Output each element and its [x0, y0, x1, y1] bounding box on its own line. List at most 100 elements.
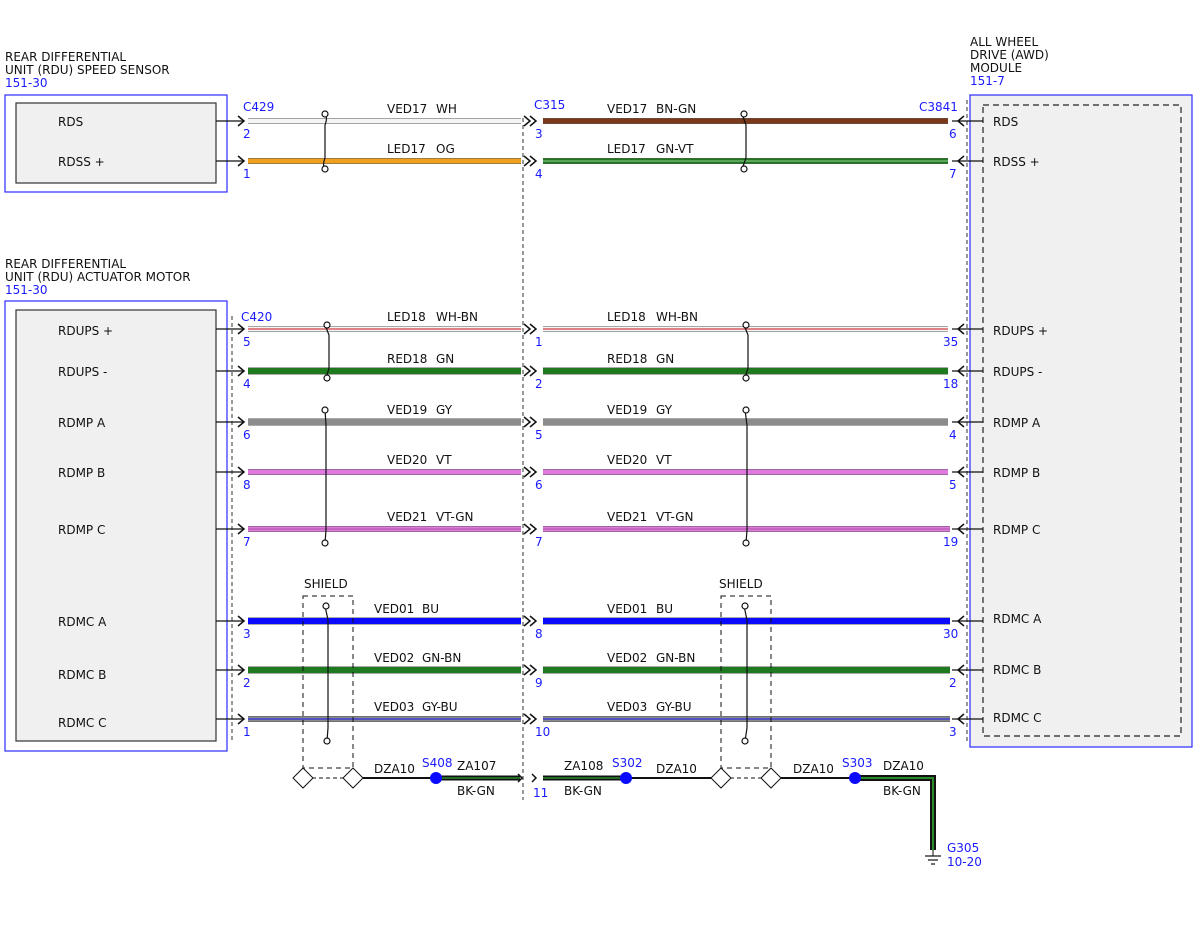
wire-circuit-label-left: RED18 — [387, 352, 427, 366]
awd-ref: 151-7 — [970, 74, 1005, 88]
pin-number-right: 35 — [943, 335, 958, 349]
twist-triple-symbol — [744, 409, 748, 544]
connector-arrow-icon — [523, 115, 532, 127]
drain-dza10-label: DZA10 — [374, 762, 415, 776]
pin-number-mid: 1 — [535, 335, 543, 349]
pin-number-left: 1 — [243, 167, 251, 181]
pin-number-right: 4 — [949, 428, 957, 442]
pin-label-rdmc-c-left: RDMC C — [58, 716, 107, 730]
wire-color-label-left: GN-BN — [422, 651, 461, 665]
connector-arrow-icon — [956, 713, 965, 725]
speed-sensor-ref: 151-30 — [5, 76, 48, 90]
connector-arrow-icon — [523, 416, 532, 428]
wire-circuit-label-right: VED19 — [607, 403, 647, 417]
wire-circuit-label-left: VED03 — [374, 700, 414, 714]
connector-arrow-icon — [956, 615, 965, 627]
wire-color-label-left: GN — [436, 352, 454, 366]
shield-termination-diamond — [760, 767, 782, 789]
wire-color-label-right: BU — [656, 602, 673, 616]
pin-number-right: 2 — [949, 676, 957, 690]
wire-color-label-right: GN — [656, 352, 674, 366]
drain-bkgn-label-b: BK-GN — [564, 784, 602, 798]
wire-circuit-label-left: VED20 — [387, 453, 427, 467]
shield-termination-diamond — [342, 767, 364, 789]
connector-arrow-icon — [529, 416, 538, 428]
wire-circuit-label-left: VED01 — [374, 602, 414, 616]
connector-arrow-icon — [523, 323, 532, 335]
drain-dza10-label-d: DZA10 — [883, 759, 924, 773]
wire-circuit-label-left: LED18 — [387, 310, 426, 324]
twist-triple-symbol — [743, 605, 748, 742]
connector-arrow-icon — [529, 523, 538, 535]
pin-number-mid: 9 — [535, 676, 543, 690]
pin-number-right: 18 — [943, 377, 958, 391]
twist-end-cap — [740, 110, 748, 118]
connector-arrow-icon — [956, 365, 965, 377]
wire-color-label-right: GN-VT — [656, 142, 694, 156]
splice-s302-label: S302 — [612, 756, 643, 770]
connector-arrow-icon — [529, 615, 538, 627]
drain-dza10-label-b: DZA10 — [656, 762, 697, 776]
speed-sensor-outline — [4, 94, 228, 193]
pin-number-right: 5 — [949, 478, 957, 492]
pin-label-rdmp-a-right: RDMP A — [993, 416, 1041, 430]
connector-c429-label: C429 — [243, 100, 274, 114]
pin-number-right: 30 — [943, 627, 958, 641]
wire-circuit-label-right: LED17 — [607, 142, 646, 156]
splice-s302-dot — [620, 772, 632, 784]
wire-color-label-left: GY-BU — [422, 700, 458, 714]
pin-number-mid: 2 — [535, 377, 543, 391]
connector-arrow-icon — [956, 155, 965, 167]
splice-s408-label: S408 — [422, 756, 453, 770]
pin-label-rds-left: RDS — [58, 115, 83, 129]
pin-number-left: 3 — [243, 627, 251, 641]
ground-g305-label: G305 — [947, 841, 979, 855]
pin-number-right: 6 — [949, 127, 957, 141]
connector-arrow-icon — [529, 664, 538, 676]
connector-arrow-icon — [956, 416, 965, 428]
twist-pair-symbol — [743, 324, 749, 379]
twist-end-cap — [321, 406, 329, 414]
connector-arrow-icon — [529, 365, 538, 377]
pin-number-right: 19 — [943, 535, 958, 549]
wire-color-label-right: BN-GN — [656, 102, 696, 116]
wire-circuit-label-right: VED20 — [607, 453, 647, 467]
drain-bkgn-label-a: BK-GN — [457, 784, 495, 798]
actuator-title-line2: UNIT (RDU) ACTUATOR MOTOR — [5, 270, 191, 284]
twist-pair-symbol — [324, 324, 330, 379]
connector-arrow-icon — [237, 365, 246, 377]
twist-end-cap — [741, 737, 749, 745]
pin-label-rdmp-c-right: RDMP C — [993, 523, 1040, 537]
pin-label-rdmc-c-right: RDMC C — [993, 711, 1042, 725]
splice-s303-dot — [849, 772, 861, 784]
awd-title-line1: ALL WHEEL — [970, 35, 1038, 49]
connector-c315-label: C315 — [534, 98, 565, 112]
connector-arrow-icon — [956, 664, 965, 676]
connector-arrow-icon — [529, 466, 538, 478]
connector-arrow-icon — [523, 664, 532, 676]
actuator-ref: 151-30 — [5, 283, 48, 297]
twist-pair-symbol — [741, 113, 747, 170]
pin-number-left: 1 — [243, 725, 251, 739]
twist-end-cap — [323, 321, 331, 329]
wire-circuit-label-right: LED18 — [607, 310, 646, 324]
twist-end-cap — [321, 110, 329, 118]
pin-label-rdmc-a-left: RDMC A — [58, 615, 107, 629]
pin-number-left: 6 — [243, 428, 251, 442]
wire-color-label-left: BU — [422, 602, 439, 616]
awd-title-line2: DRIVE (AWD) — [970, 48, 1049, 62]
awd-title-line3: MODULE — [970, 61, 1022, 75]
pin-number-left: 7 — [243, 535, 251, 549]
pin-number-left: 2 — [243, 127, 251, 141]
wire-color-label-left: OG — [436, 142, 455, 156]
twist-end-cap — [742, 539, 750, 547]
shield-box-right — [720, 595, 772, 769]
drain-arrow-icon — [531, 773, 538, 783]
c315-drain-pin: 11 — [533, 786, 548, 800]
connector-arrow-icon — [529, 115, 538, 127]
pin-number-mid: 8 — [535, 627, 543, 641]
pin-label-rdups-minus-left: RDUPS - — [58, 365, 107, 379]
connector-c420-label: C420 — [241, 310, 272, 324]
connector-arrow-icon — [956, 323, 965, 335]
